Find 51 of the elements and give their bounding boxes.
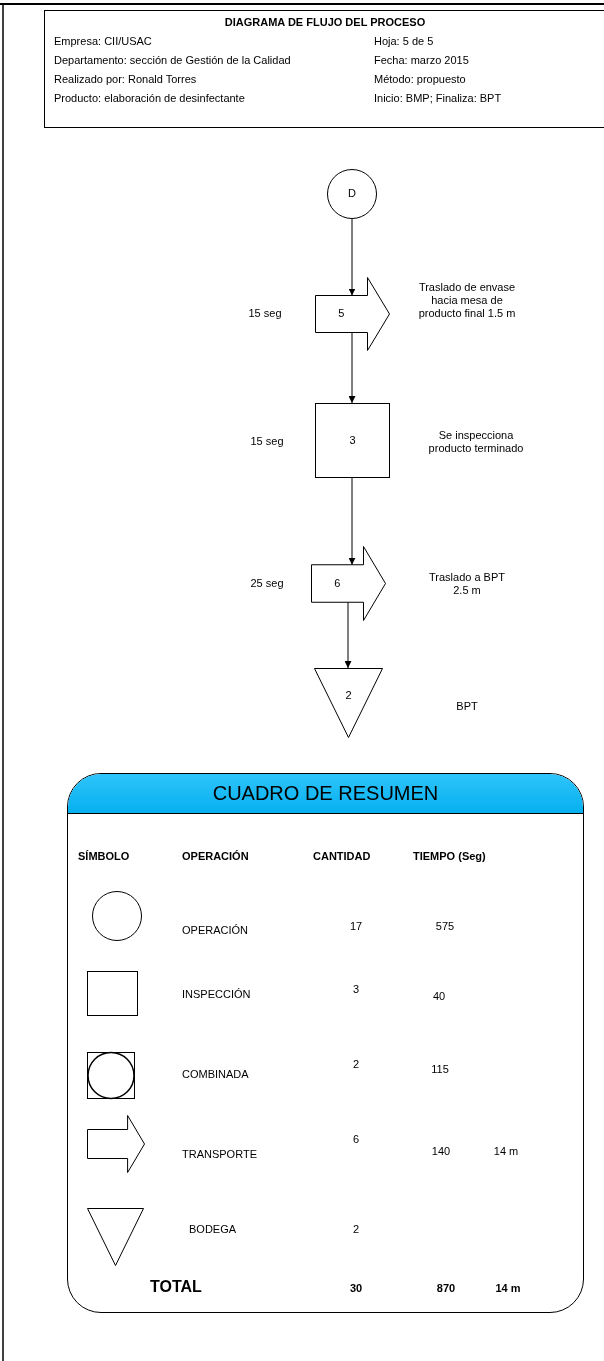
header-field: Realizado por: Ronald Torres	[54, 73, 197, 86]
table-cell-text: 3	[351, 983, 361, 996]
duration-label: 15 seg	[247, 307, 283, 320]
step-number: D	[347, 187, 357, 200]
column-header: OPERACIÓN	[182, 850, 249, 863]
step-number: 3	[348, 433, 357, 447]
step-number: 5	[337, 307, 346, 320]
header-field: Método: propuesto	[374, 73, 466, 86]
step-description: Traslado a BPT 2.5 m	[428, 571, 506, 597]
table-cell-text: 14 m	[494, 1282, 522, 1295]
step-description: Se inspecciona producto terminado	[427, 429, 525, 455]
table-cell: COMBINADA	[182, 1068, 249, 1081]
step-number: 2	[344, 689, 353, 702]
duration-label: 15 seg	[249, 435, 285, 448]
table-cell-text: 870	[435, 1282, 457, 1295]
table-cell-text: 115	[430, 1063, 450, 1076]
column-header: CANTIDAD	[313, 850, 371, 863]
table-cell-text: 2	[351, 1058, 361, 1071]
column-header: SÍMBOLO	[78, 850, 130, 863]
table-cell-text: 2	[351, 1223, 361, 1236]
flow-arrow	[348, 477, 356, 566]
header-field: Hoja: 5 de 5	[374, 35, 434, 48]
step-number: 6	[333, 576, 342, 590]
header-field: Producto: elaboración de desinfectante	[54, 92, 245, 105]
header-panel	[44, 10, 604, 128]
header-field: Empresa: CII/USAC	[54, 35, 152, 48]
table-cell: INSPECCIÓN	[182, 988, 251, 1001]
flow-arrow	[348, 332, 356, 404]
flow-arrow	[348, 218, 356, 296]
table-cell-text: 17	[348, 920, 364, 933]
table-cell-text: 14 m	[492, 1145, 520, 1158]
step-description: Traslado de envase hacia mesa de producto final 1.5 m	[417, 281, 517, 320]
total-label: TOTAL	[150, 1280, 202, 1293]
summary-panel	[67, 773, 584, 1313]
table-cell-text: 40	[431, 990, 447, 1003]
duration-label: 25 seg	[249, 577, 285, 590]
header-field: Departamento: sección de Gestión de la Calidad	[54, 54, 291, 67]
flow-arrow	[344, 601, 352, 669]
table-cell-text: 575	[434, 920, 456, 933]
chart-title: DIAGRAMA DE FLUJO DEL PROCESO	[223, 16, 427, 29]
header-field: Fecha: marzo 2015	[374, 54, 469, 67]
header-field: Inicio: BMP; Finaliza: BPT	[374, 92, 502, 105]
table-cell-text: 30	[348, 1282, 364, 1295]
table-cell-text: 140	[430, 1145, 452, 1158]
storage-label: BPT	[455, 700, 479, 713]
summary-title-bar: CUADRO DE RESUMEN	[68, 774, 583, 814]
table-cell: OPERACIÓN	[182, 924, 248, 937]
table-cell-text: 6	[351, 1133, 361, 1146]
table-cell: TRANSPORTE	[182, 1148, 257, 1161]
column-header: TIEMPO (Seg)	[413, 850, 486, 863]
table-cell: BODEGA	[189, 1223, 237, 1236]
